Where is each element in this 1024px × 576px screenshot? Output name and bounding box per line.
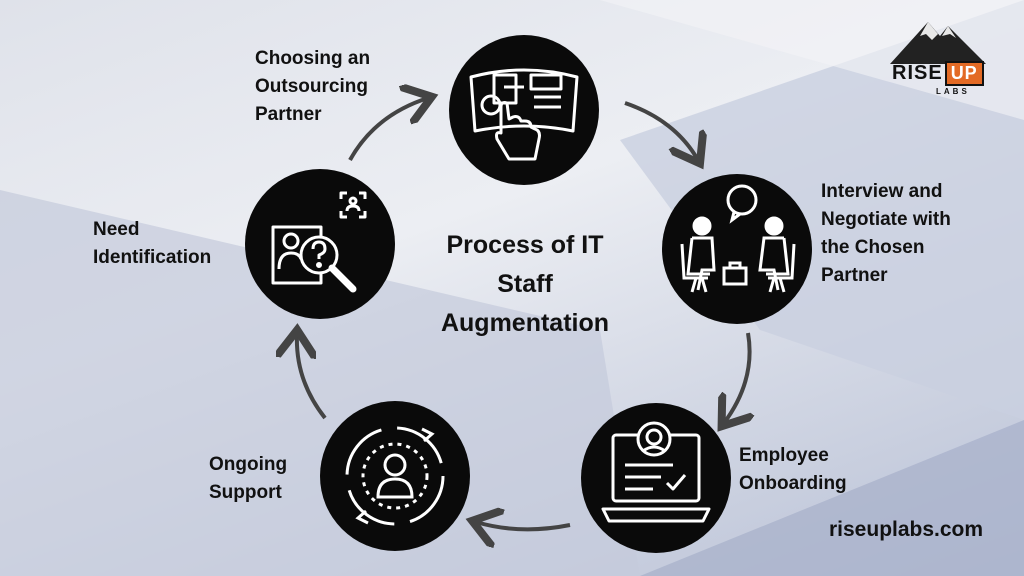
- arrow-support-to-identification: [297, 334, 327, 420]
- label-line: Partner: [255, 104, 322, 125]
- search-identification-icon: [271, 191, 367, 293]
- step-node-choosing-partner: [449, 35, 599, 185]
- label-line: Employee: [739, 445, 829, 466]
- label-line: Choosing an: [255, 48, 371, 69]
- label-line: Partner: [821, 265, 888, 286]
- laptop-onboarding-icon: [601, 421, 711, 523]
- title-line: Staff: [497, 270, 553, 298]
- step-node-interview: [662, 174, 812, 324]
- step-label-identification: Need Identification: [93, 216, 211, 272]
- support-cycle-icon: [345, 426, 445, 526]
- step-label-interview: Interview and Negotiate with the Chosen …: [821, 178, 951, 290]
- step-node-onboarding: [581, 403, 731, 553]
- label-line: Ongoing: [209, 454, 288, 475]
- logo-sub: LABS: [936, 87, 970, 96]
- interview-icon: [680, 184, 796, 293]
- diagram-title: Process of IT Staff Augmentation: [395, 226, 655, 343]
- title-line: Augmentation: [440, 309, 610, 337]
- arrow-identification-to-partner: [348, 98, 428, 161]
- step-node-support: [320, 401, 470, 551]
- logo-rise: RISE: [892, 62, 943, 84]
- arrow-interview-to-onboarding: [724, 332, 750, 423]
- label-line: Need: [93, 219, 140, 240]
- step-label-onboarding: Employee Onboarding: [739, 442, 847, 498]
- arrow-partner-to-interview: [624, 101, 698, 160]
- label-line: the Chosen: [821, 237, 925, 258]
- step-label-choosing-partner: Choosing an Outsourcing Partner: [255, 45, 370, 129]
- website-url[interactable]: riseuplabs.com: [829, 518, 984, 541]
- mountain-logo-icon: [890, 22, 986, 64]
- label-line: Outsourcing: [255, 76, 368, 97]
- label-line: Identification: [93, 247, 212, 268]
- touch-screen-icon: [469, 68, 579, 161]
- step-node-identification: [245, 169, 395, 319]
- logo-up: UP: [944, 61, 984, 86]
- label-line: Onboarding: [739, 473, 847, 494]
- label-line: Interview and: [821, 181, 943, 202]
- step-label-support: Ongoing Support: [209, 451, 287, 507]
- arrow-onboarding-to-support: [476, 522, 571, 529]
- title-line: Process of IT: [446, 231, 604, 259]
- label-line: Negotiate with: [821, 209, 951, 230]
- label-line: Support: [209, 482, 282, 503]
